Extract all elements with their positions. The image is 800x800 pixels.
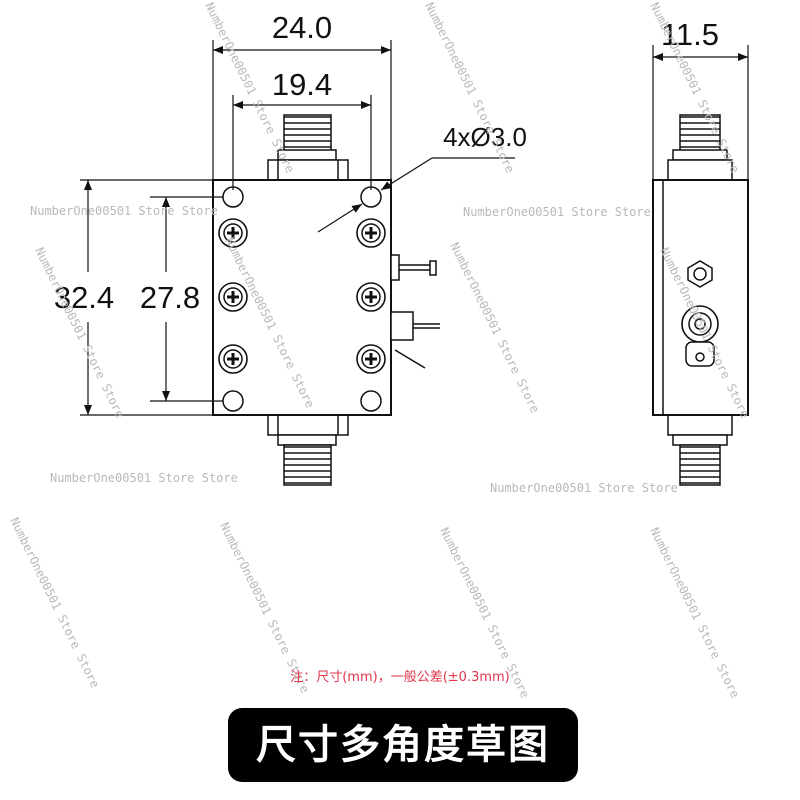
side-view [652, 114, 749, 486]
dim-hole-note: 4xØ3.0 [443, 122, 527, 152]
top-connector [267, 114, 349, 181]
dim-overall-width: 24.0 [272, 10, 332, 45]
side-top-connector [667, 114, 733, 181]
side-bottom-connector [667, 414, 733, 486]
mounting-hole [360, 390, 382, 412]
front-dimensions [80, 40, 515, 416]
feedthrough [681, 305, 719, 367]
title-banner [228, 708, 578, 782]
dim-hole-spacing-height: 27.8 [140, 280, 200, 315]
side-dimensions [652, 45, 749, 180]
watermark-text: NumberOne00501 Store Store [32, 245, 127, 420]
watermark-text: NumberOne00501 Store Store [7, 515, 102, 690]
dim-hole-spacing-width: 19.4 [272, 67, 332, 102]
watermark-text: NumberOne00501 Store Store [463, 205, 651, 219]
watermark-text: NumberOne00501 Store Store [447, 240, 542, 415]
bottom-connector [267, 414, 349, 486]
side-pins [390, 254, 440, 369]
side-body [652, 179, 749, 416]
front-view [212, 114, 440, 486]
watermark-text: NumberOne00501 Store Store [647, 525, 742, 700]
watermark-text: NumberOne00501 Store Store [217, 520, 312, 695]
watermark-text: NumberOne00501 Store Store [50, 471, 238, 485]
screws [218, 218, 386, 374]
dim-side-depth: 11.5 [661, 17, 719, 52]
hex-nut [687, 260, 713, 288]
tolerance-note: 注：尺寸(mm)，一般公差(±0.3mm) [290, 669, 510, 685]
dim-overall-height: 32.4 [54, 280, 114, 315]
watermark-text: NumberOne00501 Store Store [30, 204, 218, 218]
title-banner-text: 尺寸多角度草图 [256, 722, 550, 768]
watermark-text: NumberOne00501 Store Store [490, 481, 678, 495]
